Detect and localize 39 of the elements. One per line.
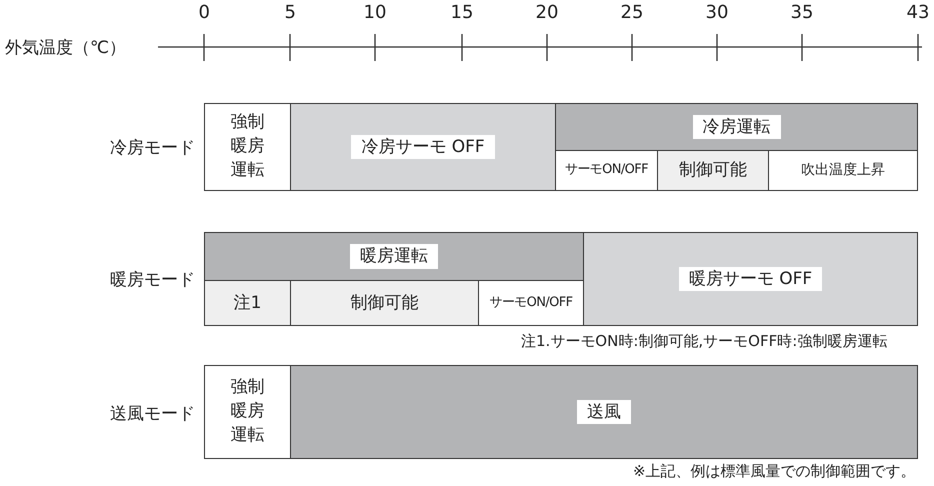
- range-label: 冷房運転: [692, 114, 780, 140]
- tick-label: 30: [706, 2, 728, 23]
- mode-range-cell: [768, 150, 918, 191]
- tick-label: 5: [284, 2, 296, 23]
- range-label: 送風: [577, 400, 631, 424]
- tick-label: 35: [790, 2, 814, 23]
- range-label: 制御可能: [350, 292, 418, 314]
- mode-range-cell: [204, 365, 291, 459]
- mode-label: 送風モード: [110, 403, 195, 425]
- tick-label: 0: [198, 2, 210, 23]
- mode-range-cell: [583, 232, 918, 326]
- mode-range-cell: [204, 280, 291, 326]
- mode-label: 暖房モード: [110, 269, 195, 291]
- axis-title: 外気温度（℃）: [5, 37, 126, 59]
- range-label: 強制暖房運転: [230, 376, 264, 447]
- mode-range-cell: [290, 103, 556, 191]
- range-label: 注1: [234, 292, 262, 314]
- mode-range-cell: [290, 280, 479, 326]
- tick-label: 10: [364, 2, 386, 23]
- range-label: 暖房運転: [350, 244, 438, 269]
- range-label: 吹出温度上昇: [801, 161, 885, 180]
- mode-range-cell: [555, 103, 918, 151]
- range-label: 強制暖房運転: [230, 111, 264, 182]
- mode-range-cell: [290, 365, 918, 459]
- footnote: 注1.サーモON時:制御可能,サーモOFF時:強制暖房運転: [521, 332, 888, 351]
- range-label: サーモON/OFF: [489, 294, 573, 312]
- range-label: 制御可能: [679, 159, 747, 182]
- mode-range-cell: [657, 150, 769, 191]
- range-label: 暖房サーモ OFF: [678, 266, 822, 292]
- tick-label: 25: [620, 2, 644, 23]
- tick-label: 43: [906, 2, 930, 23]
- mode-range-cell: [204, 103, 291, 191]
- mode-label: 冷房モード: [110, 137, 195, 159]
- tick-label: 15: [450, 2, 474, 23]
- range-label: サーモON/OFF: [564, 162, 648, 179]
- tick-label: 20: [536, 2, 558, 23]
- footnote: ※上記、例は標準風量での制御範囲です。: [633, 462, 916, 481]
- range-label: 冷房サーモ OFF: [351, 134, 495, 160]
- mode-range-cell: [204, 232, 584, 281]
